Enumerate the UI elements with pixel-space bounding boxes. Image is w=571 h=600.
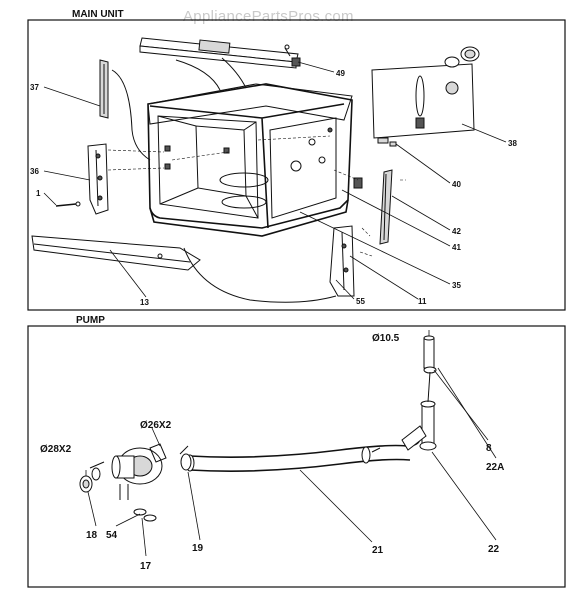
callout-17: 17 (140, 561, 152, 572)
callout-41: 41 (452, 243, 461, 252)
vertical-pipe-part (423, 335, 437, 403)
drain-hose (185, 431, 421, 472)
bottom-plate-part (31, 235, 201, 271)
right-panel-part (371, 46, 480, 139)
callout-19: 19 (192, 543, 204, 554)
main-unit-title: MAIN UNIT (72, 9, 124, 20)
screw-part (55, 201, 81, 207)
callout-11: 11 (418, 297, 427, 306)
callout-13: 13 (140, 298, 149, 307)
clamp-19 (179, 445, 192, 471)
y-connector-part (401, 400, 437, 451)
left-bracket-part (87, 143, 109, 215)
top-rail-part (139, 37, 301, 69)
callout-18: 18 (86, 530, 98, 541)
pump-panel: PUMP (27, 315, 566, 588)
pump-frame (27, 325, 566, 588)
dim-28x2: Ø28X2 (40, 444, 72, 455)
callout-38: 38 (508, 139, 517, 148)
callout-8: 8 (486, 443, 492, 454)
pump-title: PUMP (76, 315, 105, 326)
callout-35: 35 (452, 281, 461, 290)
callout-49: 49 (336, 69, 345, 78)
callout-37: 37 (30, 83, 39, 92)
dim-26x2: Ø26X2 (140, 420, 172, 431)
pump-body (111, 443, 167, 500)
callout-42: 42 (452, 227, 461, 236)
watermark-text: AppliancePartsPros.com (183, 8, 354, 25)
callout-22: 22 (488, 544, 500, 555)
main-unit-panel: MAIN UNIT (27, 9, 566, 311)
callout-22a: 22A (486, 462, 504, 473)
tub-assembly (147, 83, 353, 237)
left-strip-part (99, 59, 109, 119)
callout-21: 21 (372, 545, 384, 556)
right-rail-part (379, 169, 393, 245)
callout-55: 55 (356, 297, 365, 306)
callout-1: 1 (36, 189, 41, 198)
inlet-clamps (79, 461, 157, 522)
callout-40: 40 (452, 180, 461, 189)
main-unit-frame (27, 19, 566, 311)
callout-36: 36 (30, 167, 39, 176)
dim-10-5: Ø10.5 (372, 333, 400, 344)
right-bracket-part (329, 225, 355, 297)
callout-54: 54 (106, 530, 118, 541)
